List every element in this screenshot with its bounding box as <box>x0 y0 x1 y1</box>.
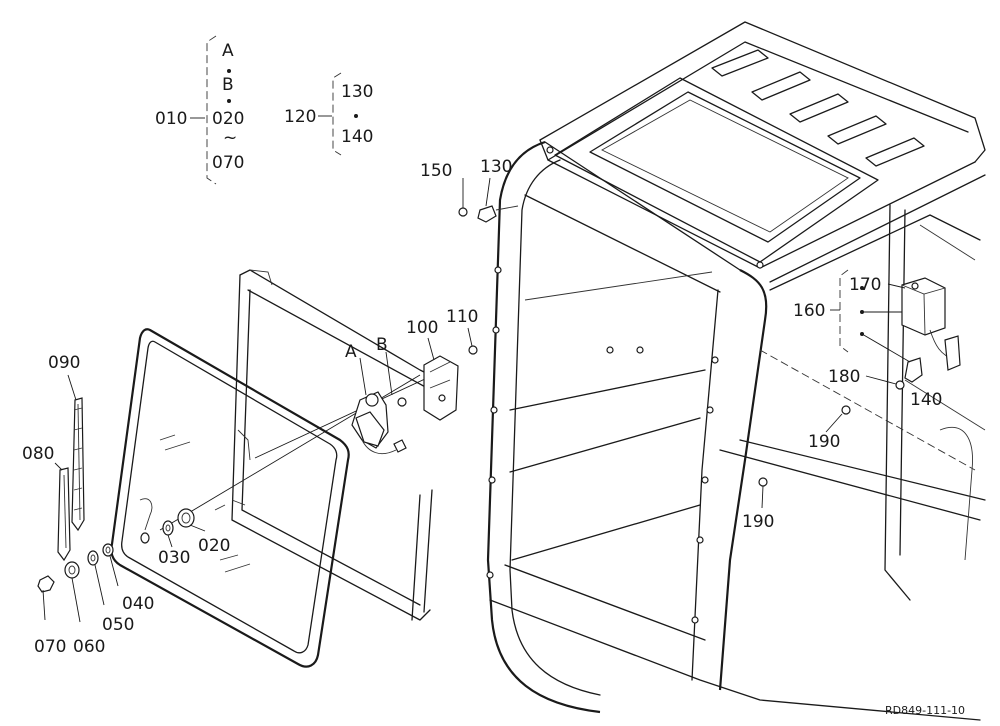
bolt-180 <box>895 380 905 390</box>
clip-130 <box>477 205 519 223</box>
front-glass-frame <box>110 328 350 668</box>
legend-dot <box>860 286 864 290</box>
grommet-030 <box>162 520 174 536</box>
legend-dot <box>354 114 358 118</box>
wiper-motor <box>351 391 407 454</box>
wiper-arm-080 <box>57 467 71 562</box>
callout-150: 150 <box>420 161 452 181</box>
callout-190-lower: 190 <box>742 512 774 532</box>
cap-060 <box>64 561 80 579</box>
callout-160: 160 <box>793 301 825 321</box>
callout-110: 110 <box>446 307 478 327</box>
legend-parent-010: 010 <box>155 109 187 129</box>
legend-item-a: A <box>222 41 234 61</box>
leader-lines <box>42 177 911 623</box>
washer-tank-170 <box>901 277 956 361</box>
small-washer <box>140 532 150 544</box>
callout-040: 040 <box>122 594 154 614</box>
callout-b: B <box>376 335 388 355</box>
callout-140: 140 <box>910 390 942 410</box>
bolt-110 <box>468 345 478 355</box>
washer-040 <box>102 543 114 557</box>
nut-020 <box>177 508 195 528</box>
callout-090: 090 <box>48 353 80 373</box>
legend-dot <box>227 99 231 103</box>
legend-item-070: 070 <box>212 153 244 173</box>
legend-bracket <box>332 72 342 156</box>
callout-130: 130 <box>480 157 512 177</box>
callout-180: 180 <box>828 367 860 387</box>
drawing-reference: RD849-111-10 <box>885 704 965 717</box>
motor-axis-line <box>254 371 441 459</box>
bracket-140 <box>904 335 961 383</box>
callout-020: 020 <box>198 536 230 556</box>
frame-bolts <box>486 146 764 624</box>
group-bracket-160 <box>839 269 849 353</box>
upper-window-frame <box>231 269 441 621</box>
legend-parent-120: 120 <box>284 107 316 127</box>
legend-item-b: B <box>222 75 234 95</box>
nut-190a <box>841 405 851 415</box>
legend-item-020: 020 <box>212 109 244 129</box>
legend-dot <box>227 69 231 73</box>
callout-a: A <box>345 342 357 362</box>
nut-190b <box>758 477 768 487</box>
nut-070 <box>37 575 55 593</box>
bolt-150 <box>458 207 468 217</box>
callout-100: 100 <box>406 318 438 338</box>
callout-030: 030 <box>158 548 190 568</box>
callout-170: 170 <box>849 275 881 295</box>
legend-group-120: 120 130 140 <box>284 72 373 156</box>
callout-050: 050 <box>102 615 134 635</box>
cab-frame <box>486 21 986 721</box>
callout-070: 070 <box>34 637 66 657</box>
legend-range-mark: ~ <box>223 128 237 148</box>
callout-060: 060 <box>73 637 105 657</box>
legend-item-130: 130 <box>341 82 373 102</box>
callout-190-upper: 190 <box>808 432 840 452</box>
wiper-blade-090 <box>71 397 85 532</box>
legend-item-140: 140 <box>341 127 373 147</box>
callout-080: 080 <box>22 444 54 464</box>
motor-bracket-100 <box>423 355 459 421</box>
legend-bracket <box>206 35 217 185</box>
washer-050 <box>87 550 99 566</box>
legend-group-010: 010 A B 020 ~ 070 <box>155 35 244 185</box>
